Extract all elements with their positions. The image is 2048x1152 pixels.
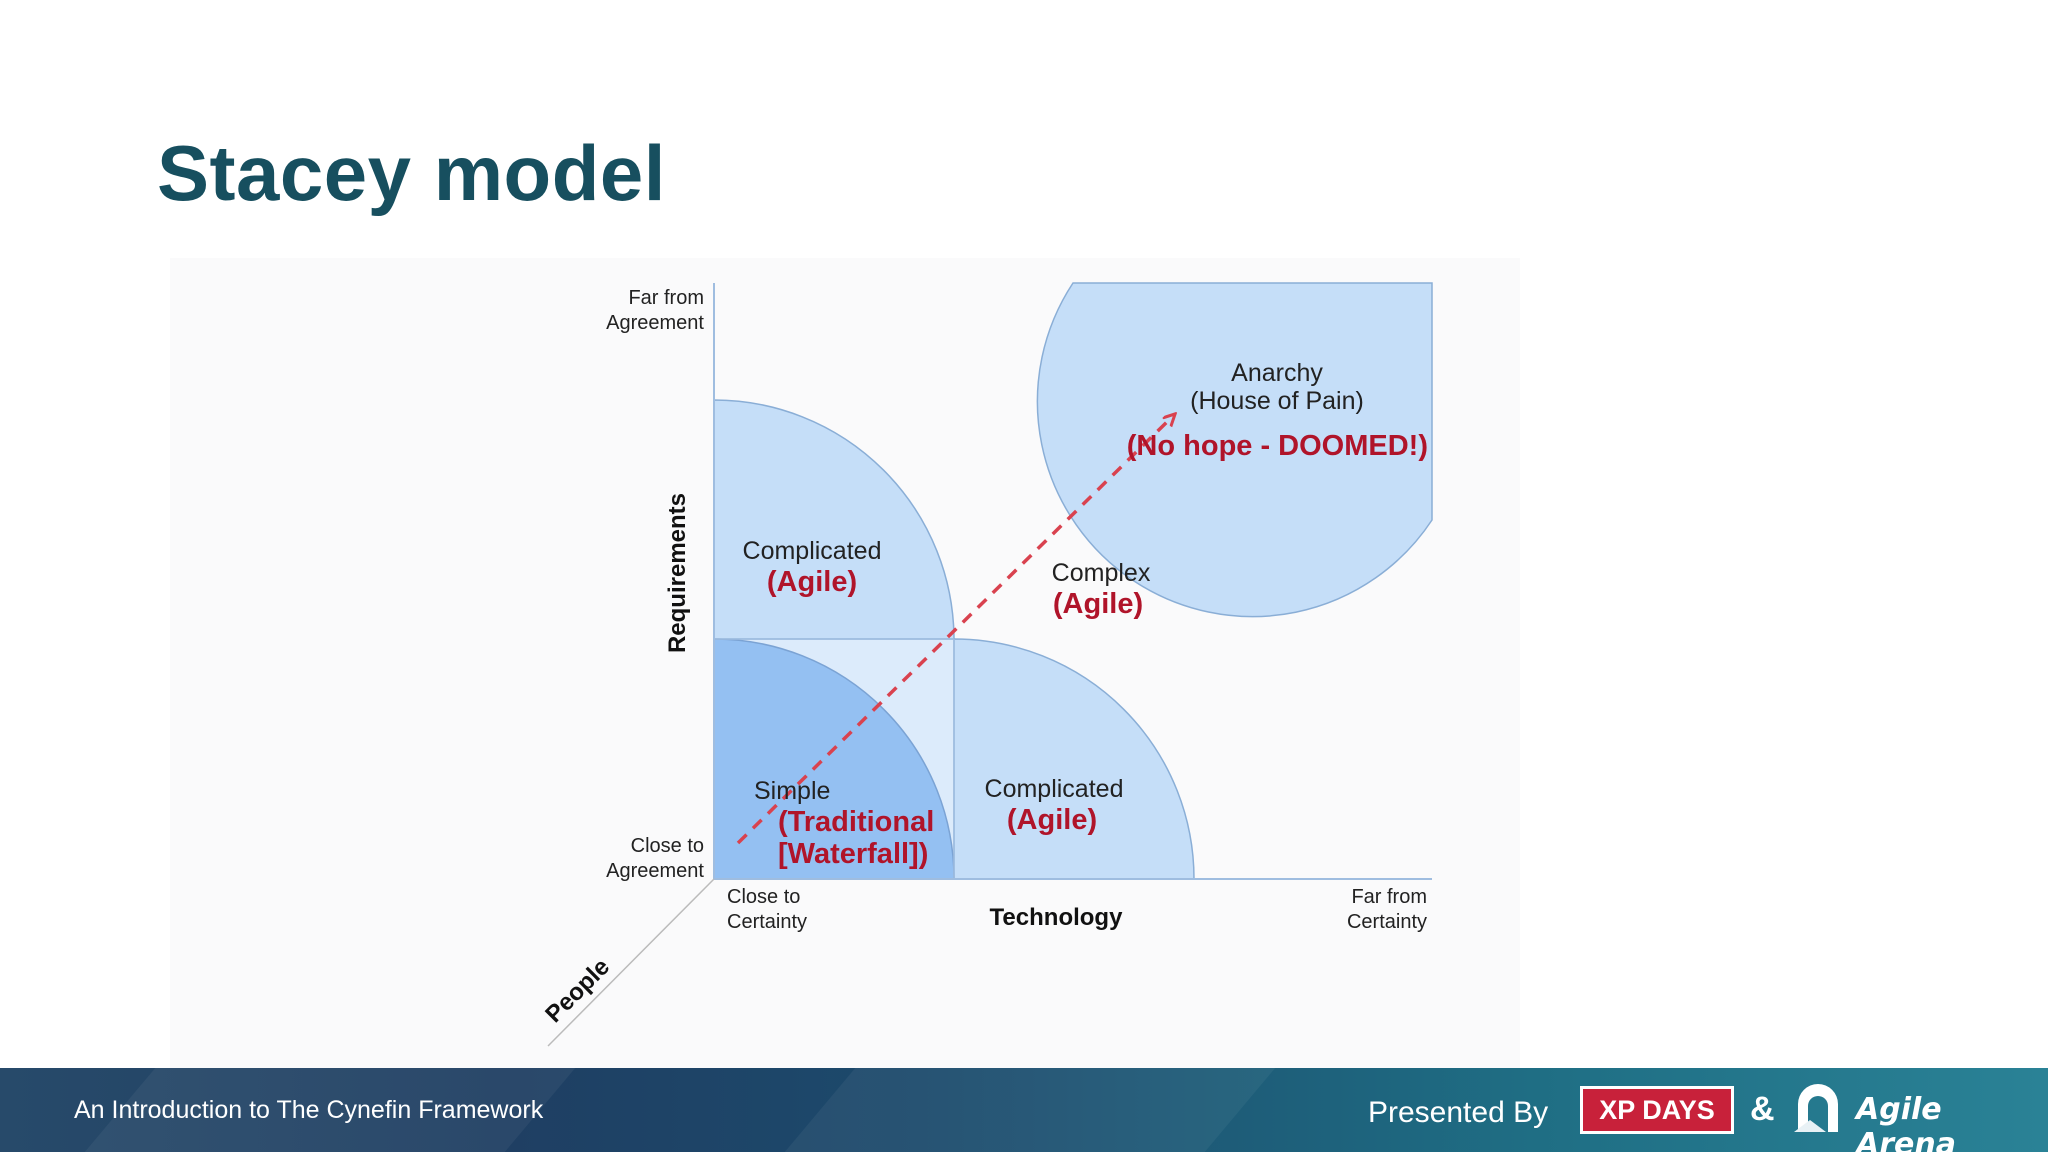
anarchy-subtitle: (House of Pain)	[1190, 387, 1364, 415]
complicated-technology-zone	[953, 638, 1195, 880]
stacey-diagram-svg: Requirements Technology People Far from …	[540, 282, 1433, 1047]
y-top-label-line2: Agreement	[606, 312, 704, 334]
anarchy-note: (No hope - DOOMED!)	[1127, 430, 1428, 462]
x-left-label-line2: Certainty	[727, 911, 807, 933]
y-bottom-label-line1: Close to	[631, 835, 704, 857]
x-left-label-line1: Close to	[727, 886, 800, 908]
simple-note-line1: (Traditional	[778, 806, 934, 838]
complicated-requirements-label: Complicated	[743, 537, 882, 565]
footer-title: An Introduction to The Cynefin Framework	[74, 1096, 544, 1124]
page-title: Stacey model	[157, 129, 666, 217]
progression-arrow	[736, 416, 1173, 845]
complicated-technology-note: (Agile)	[1007, 804, 1097, 836]
footer-decoration	[784, 1068, 1276, 1152]
xp-days-logo: XP DAYS	[1580, 1086, 1734, 1134]
stacey-diagram: Requirements Technology People Far from …	[170, 258, 1520, 1068]
complicated-requirements-note: (Agile)	[767, 566, 857, 598]
x-axis-title: Technology	[990, 904, 1124, 931]
agile-arena-icon	[1794, 1084, 1838, 1132]
simple-zone	[713, 638, 955, 880]
simple-label: Simple	[754, 777, 830, 805]
complex-note: (Agile)	[1053, 588, 1143, 620]
simple-note-line2: [Waterfall])	[778, 838, 928, 870]
anarchy-label: Anarchy	[1231, 359, 1323, 387]
footer-bar: An Introduction to The Cynefin Framework…	[0, 1068, 2048, 1152]
x-right-label-line2: Certainty	[1347, 911, 1427, 933]
agile-arena-logo: Agile Arena	[1856, 1092, 1956, 1152]
presented-by-label: Presented By	[1368, 1096, 1549, 1129]
y-top-label-line1: Far from	[628, 287, 704, 309]
y-axis-title: Requirements	[664, 493, 691, 653]
ampersand: &	[1750, 1090, 1775, 1128]
complicated-technology-label: Complicated	[985, 775, 1124, 803]
complicated-requirements-zone	[713, 399, 955, 640]
y-bottom-label-line2: Agreement	[606, 860, 704, 882]
x-right-label-line1: Far from	[1351, 886, 1427, 908]
complex-label: Complex	[1052, 559, 1151, 587]
z-axis	[547, 878, 715, 1047]
anarchy-zone	[1036, 282, 1433, 618]
